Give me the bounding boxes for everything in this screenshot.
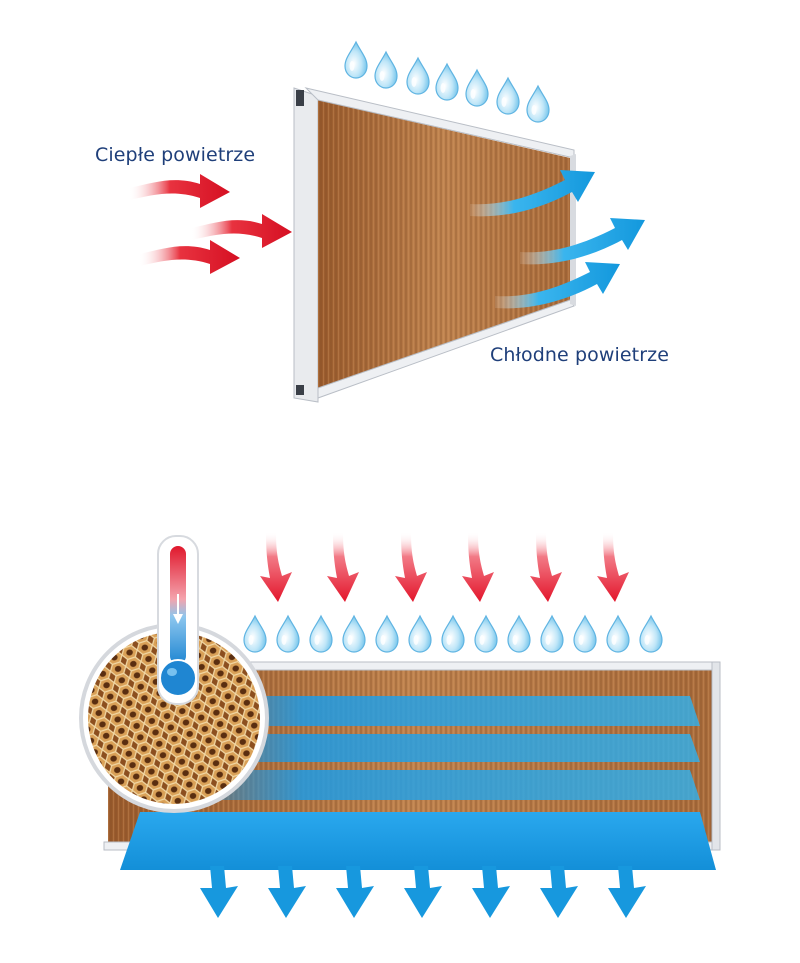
water-drop-icon: [344, 41, 368, 79]
water-drop-icon: [441, 615, 465, 653]
water-drop-icon: [309, 615, 333, 653]
warm-air-down-arrows: [260, 532, 629, 602]
water-drop-icon: [243, 615, 267, 653]
water-drop-icon: [639, 615, 663, 653]
warm-air-arrow-icon: [395, 532, 427, 602]
water-drop-icon: [342, 615, 366, 653]
warm-air-arrow-icon: [192, 214, 292, 248]
water-flow-layers: [120, 696, 716, 870]
water-drop-icon: [374, 51, 398, 89]
cool-air-arrow-icon: [608, 866, 646, 918]
cool-air-arrow-icon: [268, 866, 306, 918]
warm-air-arrow-icon: [462, 532, 494, 602]
water-drop-icon: [435, 63, 459, 101]
magnified-pad-detail: [63, 607, 285, 829]
bottom-water-drops: [243, 615, 663, 653]
cool-air-arrow-icon: [200, 866, 238, 918]
water-drop-icon: [375, 615, 399, 653]
cool-air-label: Chłodne powietrze: [490, 344, 669, 366]
water-drop-icon: [507, 615, 531, 653]
water-drop-icon: [406, 57, 430, 95]
water-drop-icon: [526, 85, 550, 123]
cool-air-arrow-icon: [404, 866, 442, 918]
water-drop-icon: [606, 615, 630, 653]
warm-air-arrow-icon: [130, 174, 230, 208]
cool-air-arrow-icon: [472, 866, 510, 918]
warm-air-label: Ciepłe powietrze: [95, 144, 256, 166]
warm-air-arrow-icon: [327, 532, 359, 602]
warm-air-arrow-icon: [530, 532, 562, 602]
warm-air-arrows: [130, 174, 292, 274]
water-drop-icon: [465, 69, 489, 107]
water-drop-icon: [496, 77, 520, 115]
cool-air-arrow-icon: [540, 866, 578, 918]
cool-air-down-arrows: [200, 866, 646, 918]
water-drop-icon: [573, 615, 597, 653]
water-drop-icon: [474, 615, 498, 653]
water-drop-icon: [540, 615, 564, 653]
warm-air-arrow-icon: [260, 532, 292, 602]
warm-air-arrow-icon: [140, 240, 240, 274]
warm-air-arrow-icon: [597, 532, 629, 602]
cool-air-outflow: [120, 812, 716, 870]
water-drop-icon: [408, 615, 432, 653]
water-drop-icon: [276, 615, 300, 653]
cool-air-arrow-icon: [336, 866, 374, 918]
thermometer-icon: [157, 535, 199, 705]
